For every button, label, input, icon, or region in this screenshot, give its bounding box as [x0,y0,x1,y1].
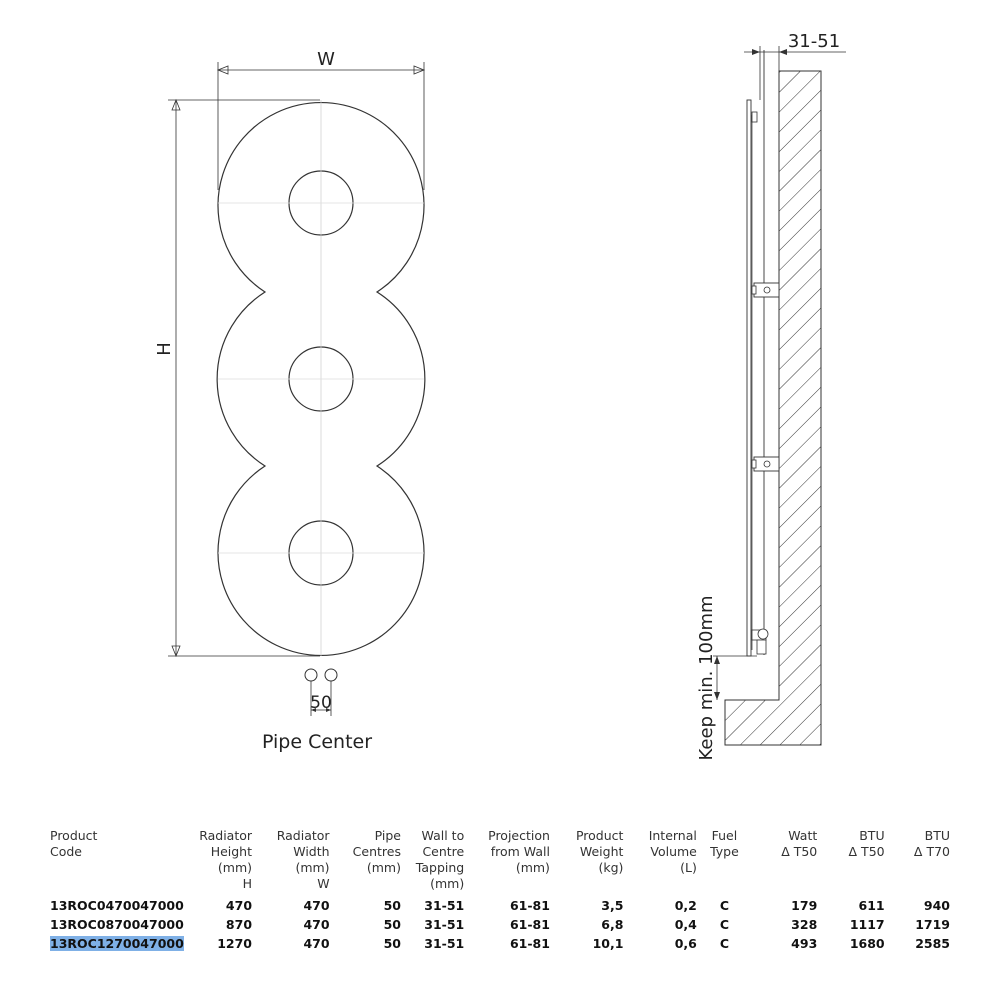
table-cell: 470 [225,898,253,913]
table-cell: 179 [791,898,818,913]
column-header: Watt Δ T50 [781,828,818,859]
table-cell: C [719,917,730,932]
height-label: H [154,342,175,356]
table-cell: 6,8 [601,917,624,932]
table-cell: C [719,936,730,951]
wall-bracket-upper [751,282,780,298]
table-cell: 50 [383,917,401,932]
table-cell: 493 [791,936,818,951]
wall-gap-label: 31-51 [788,31,840,52]
table-cell: 940 [923,898,950,913]
column-header: Radiator Width (mm) W [276,828,330,891]
table-cell: 31-51 [424,936,465,951]
pipe-left-icon [304,668,318,682]
product-code-cell: 13ROC0470047000 [50,898,184,913]
height-dimension: H [154,98,320,658]
table-cell: 470 [303,898,330,913]
front-view: W H 50 Pipe Center [154,49,426,753]
table-row: 13ROC1270047000 1270 470 50 31-51 61-81 10,1 0,… [50,934,950,953]
column-header: Pipe Centres (mm) [352,828,401,875]
table-cell: 611 [858,898,885,913]
column-header: Product Weight (kg) [575,828,624,875]
wall-section [724,70,822,746]
column-header: Internal Volume (L) [648,828,697,875]
table-cell: 2585 [915,936,950,951]
radiator-panel [746,99,752,657]
width-dimension: W [216,49,426,190]
table-cell: C [719,898,730,913]
highlighted-product-code: 13ROC1270047000 [50,936,184,951]
product-code-cell: 13ROC0870047000 [50,917,184,932]
column-header: BTU Δ T70 [913,828,950,859]
table-cell: 470 [303,936,330,951]
column-header: Wall to Centre Tapping (mm) [415,828,465,891]
floor-clearance-dimension: Keep min. 100mm [696,595,757,761]
table-cell: 31-51 [424,917,465,932]
table-row: 13ROC0470047000 470 470 50 31-51 61-81 3,5 0,2 C… [50,896,950,915]
technical-drawing: W H 50 Pipe Center [154,31,846,761]
column-header: Product Code [50,828,98,859]
column-header: BTU Δ T50 [848,828,885,859]
column-header: Fuel Type [710,828,739,859]
pipe-centres-label: 50 [310,693,332,713]
pipe-center-caption: Pipe Center [262,731,372,753]
side-view: 31-51 Keep min. 100mm [696,31,846,761]
product-specification-table: Product Code Radiator Height (mm) H Radiat… [50,826,950,953]
table-cell: 328 [791,917,818,932]
table-cell: 0,2 [674,898,697,913]
table-row: 13ROC0870047000 870 470 50 31-51 61-81 6,8 0,4 C… [50,915,950,934]
radiator-outline [216,102,426,656]
bleed-valve [751,111,758,123]
column-header: Radiator Height (mm) H [199,828,253,891]
table-cell: 10,1 [592,936,624,951]
pipe-right-icon [324,668,338,682]
table-cell: 61-81 [509,936,550,951]
table-cell: 50 [383,898,401,913]
table-cell: 0,6 [674,936,697,951]
wall-gap-dimension: 31-51 [744,31,846,100]
width-label: W [317,49,335,70]
table-cell: 1117 [849,917,885,932]
wall-bracket-lower [751,456,780,472]
table-cell: 1680 [849,936,885,951]
table-cell: 1270 [217,936,253,951]
table-cell: 61-81 [509,898,550,913]
table-cell: 31-51 [424,898,465,913]
table-cell: 470 [303,917,330,932]
table-cell: 0,4 [674,917,697,932]
table-cell: 1719 [915,917,950,932]
product-code-cell: 13ROC1270047000 [50,934,193,953]
table-header-row: Product Code Radiator Height (mm) H Radiat… [50,826,950,896]
column-header: Projection from Wall (mm) [488,828,550,875]
table-cell: 61-81 [509,917,550,932]
table-cell: 50 [383,936,401,951]
table-cell: 870 [225,917,253,932]
floor-clearance-label: Keep min. 100mm [696,595,717,760]
table-cell: 3,5 [601,898,624,913]
pipe-centres-detail: 50 Pipe Center [262,668,372,753]
bottom-valve [751,628,769,655]
